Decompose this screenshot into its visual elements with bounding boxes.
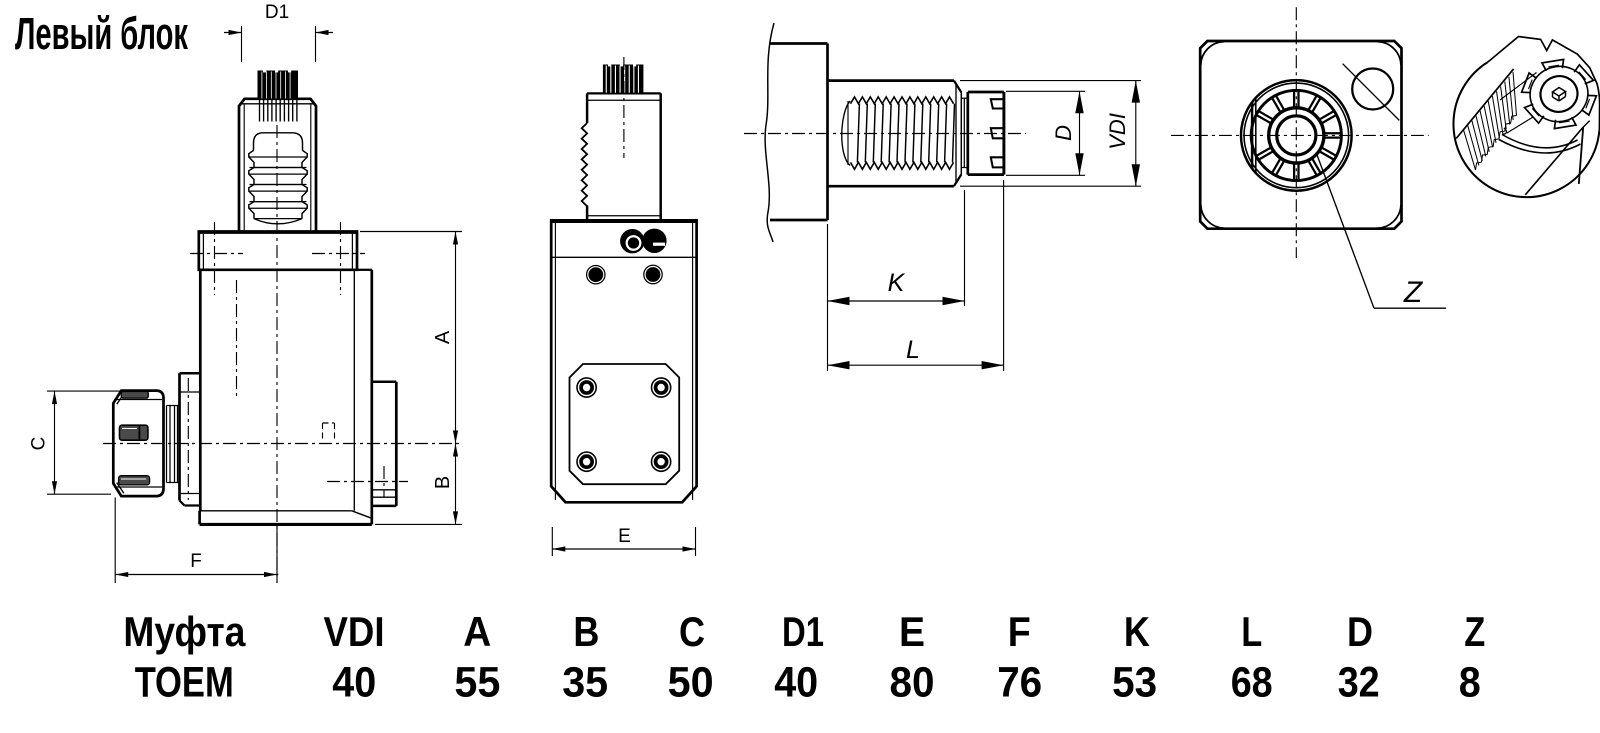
- svg-text:K: K: [888, 269, 906, 297]
- svg-text:L: L: [1241, 608, 1262, 655]
- svg-text:40: 40: [774, 659, 818, 707]
- svg-text:D: D: [1347, 608, 1373, 655]
- svg-text:A: A: [463, 608, 491, 655]
- svg-text:8: 8: [1459, 659, 1481, 707]
- svg-text:40: 40: [332, 659, 376, 707]
- svg-text:Z: Z: [1403, 276, 1424, 309]
- svg-text:Z: Z: [1464, 608, 1485, 655]
- svg-text:76: 76: [997, 659, 1042, 707]
- svg-text:C: C: [29, 437, 50, 451]
- svg-text:55: 55: [454, 659, 500, 707]
- svg-text:Муфта: Муфта: [123, 608, 246, 655]
- svg-text:E: E: [618, 526, 631, 547]
- svg-text:E: E: [899, 608, 925, 655]
- svg-text:D1: D1: [782, 608, 824, 655]
- svg-text:F: F: [1008, 608, 1031, 655]
- svg-text:C: C: [679, 608, 705, 655]
- svg-text:K: K: [1124, 608, 1150, 655]
- svg-text:F: F: [190, 551, 202, 572]
- svg-text:53: 53: [1112, 659, 1157, 707]
- svg-text:32: 32: [1338, 659, 1380, 707]
- svg-text:35: 35: [562, 659, 608, 707]
- svg-text:B: B: [573, 608, 599, 655]
- svg-text:D: D: [1051, 125, 1076, 141]
- svg-text:ТОЕМ: ТОЕМ: [135, 659, 234, 707]
- svg-text:A: A: [432, 330, 454, 344]
- svg-text:Левый блок: Левый блок: [15, 8, 188, 59]
- svg-text:50: 50: [668, 659, 714, 707]
- svg-text:D1: D1: [265, 2, 289, 23]
- svg-text:80: 80: [890, 659, 935, 707]
- svg-text:B: B: [432, 476, 454, 489]
- svg-text:L: L: [906, 336, 920, 364]
- svg-text:VDI: VDI: [1105, 113, 1130, 150]
- svg-text:VDI: VDI: [324, 608, 385, 655]
- svg-text:68: 68: [1231, 659, 1273, 707]
